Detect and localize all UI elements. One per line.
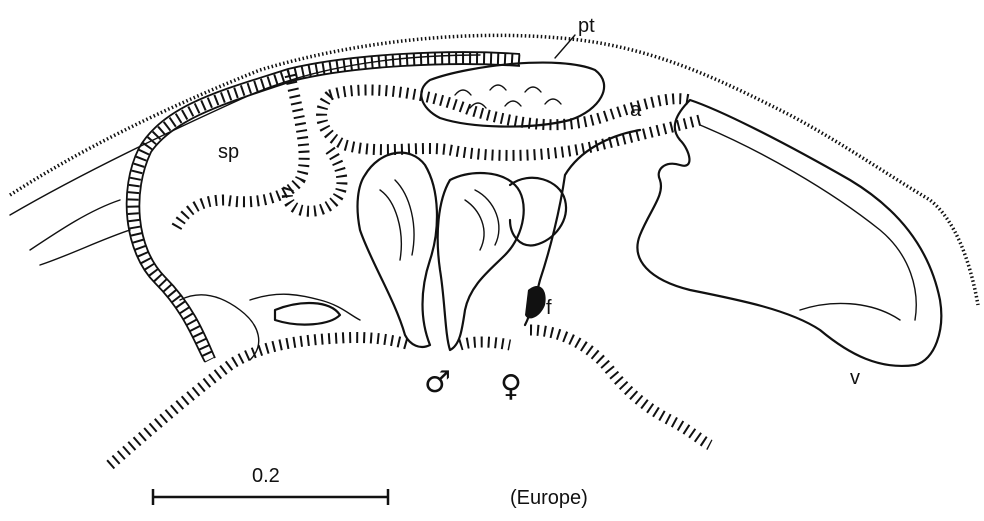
prostate-pt [421, 35, 604, 127]
region-label: (Europe) [510, 488, 588, 508]
male-symbol: ♂ [424, 368, 451, 398]
label-v: v [850, 368, 860, 388]
scale-bar-value: 0.2 [252, 466, 280, 486]
label-a: a [630, 100, 641, 120]
duct-sp [127, 52, 520, 362]
scale-bar [153, 489, 388, 505]
label-sp: sp [218, 142, 239, 162]
vagina-v [637, 100, 941, 366]
female-symbol: ♀ [500, 372, 522, 402]
copulatory-organs [358, 130, 640, 350]
body-wall-bottom [110, 294, 710, 465]
label-pt: pt [578, 16, 595, 36]
label-f: f [546, 298, 552, 318]
